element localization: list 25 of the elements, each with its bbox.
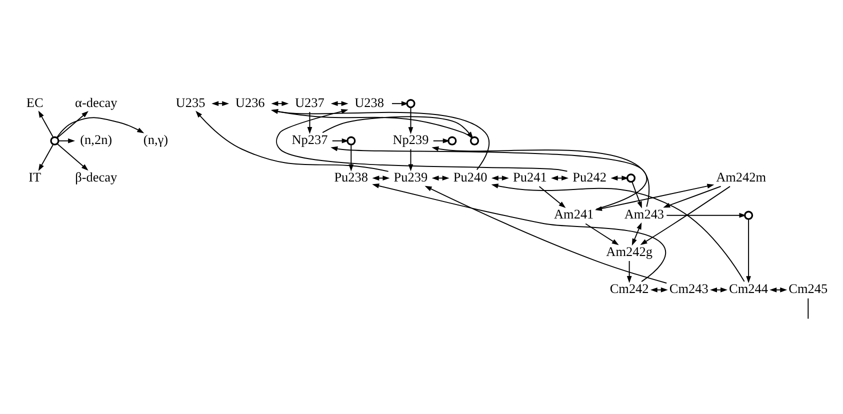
node-text: Cm244 (729, 280, 768, 296)
node-text: Pu242 (572, 168, 606, 184)
node-text: (n,2n) (80, 131, 112, 146)
node-text: Am242m (716, 168, 766, 184)
node-text: Am242g (606, 243, 652, 258)
node-text: Cm245 (788, 280, 828, 296)
node-text: IT (28, 168, 42, 184)
node-text: β-decay (75, 168, 118, 184)
node-text: Am241 (554, 206, 594, 222)
node-text: Pu241 (513, 168, 547, 184)
node-text: U235 (176, 94, 206, 110)
node-text: Np239 (392, 131, 429, 146)
node-text: U236 (235, 94, 265, 110)
node-text: Pu240 (453, 168, 488, 184)
node-text: α-decay (75, 94, 118, 110)
node-text: EC (26, 94, 44, 110)
node-text: Np237 (292, 131, 328, 146)
node-text: Cm242 (610, 280, 649, 296)
node-text: Am243 (624, 206, 664, 222)
node-text: Cm243 (669, 280, 708, 296)
node-text: U237 (295, 94, 324, 110)
node-text: Pu239 (394, 168, 428, 184)
node-text: (n,γ) (143, 131, 168, 146)
node-text: Pu238 (334, 168, 368, 184)
node-text: U238 (354, 94, 384, 110)
